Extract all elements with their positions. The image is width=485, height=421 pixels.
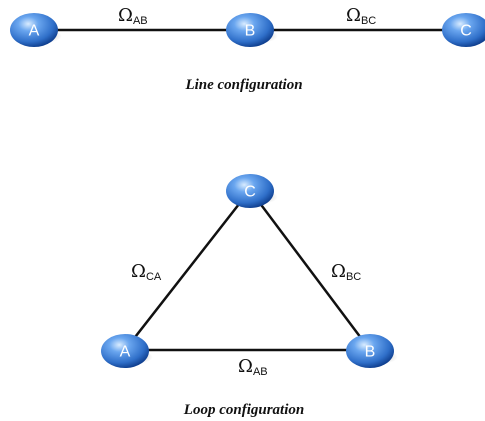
line-configuration: ΩAB ΩBC A B C Line configuration bbox=[10, 5, 485, 93]
loop-configuration: ΩCA ΩBC ΩAB C A B Loop configuration bbox=[101, 174, 398, 418]
loop-edge-bc-label: ΩBC bbox=[331, 261, 361, 283]
loop-node-c-label: C bbox=[244, 184, 256, 201]
line-node-b-label: B bbox=[245, 23, 256, 40]
line-node-c-label: C bbox=[460, 23, 472, 40]
loop-edge-ca-label: ΩCA bbox=[131, 261, 162, 283]
loop-node-c: C bbox=[226, 174, 278, 208]
line-node-a: A bbox=[10, 13, 62, 47]
line-node-b: B bbox=[226, 13, 278, 47]
line-edge-bc-label: ΩBC bbox=[346, 5, 376, 27]
line-node-c: C bbox=[442, 13, 485, 47]
loop-configuration-caption: Loop configuration bbox=[183, 402, 304, 418]
loop-node-b-label: B bbox=[365, 344, 376, 361]
line-edge-ab-label: ΩAB bbox=[118, 5, 148, 27]
loop-edge-bc bbox=[248, 188, 372, 352]
loop-edge-ab-label: ΩAB bbox=[238, 356, 268, 378]
loop-node-a-label: A bbox=[120, 344, 131, 361]
line-node-a-label: A bbox=[29, 23, 40, 40]
loop-edge-ca bbox=[123, 188, 252, 352]
line-configuration-caption: Line configuration bbox=[184, 77, 302, 93]
loop-node-b: B bbox=[346, 334, 398, 368]
loop-node-a: A bbox=[101, 334, 153, 368]
